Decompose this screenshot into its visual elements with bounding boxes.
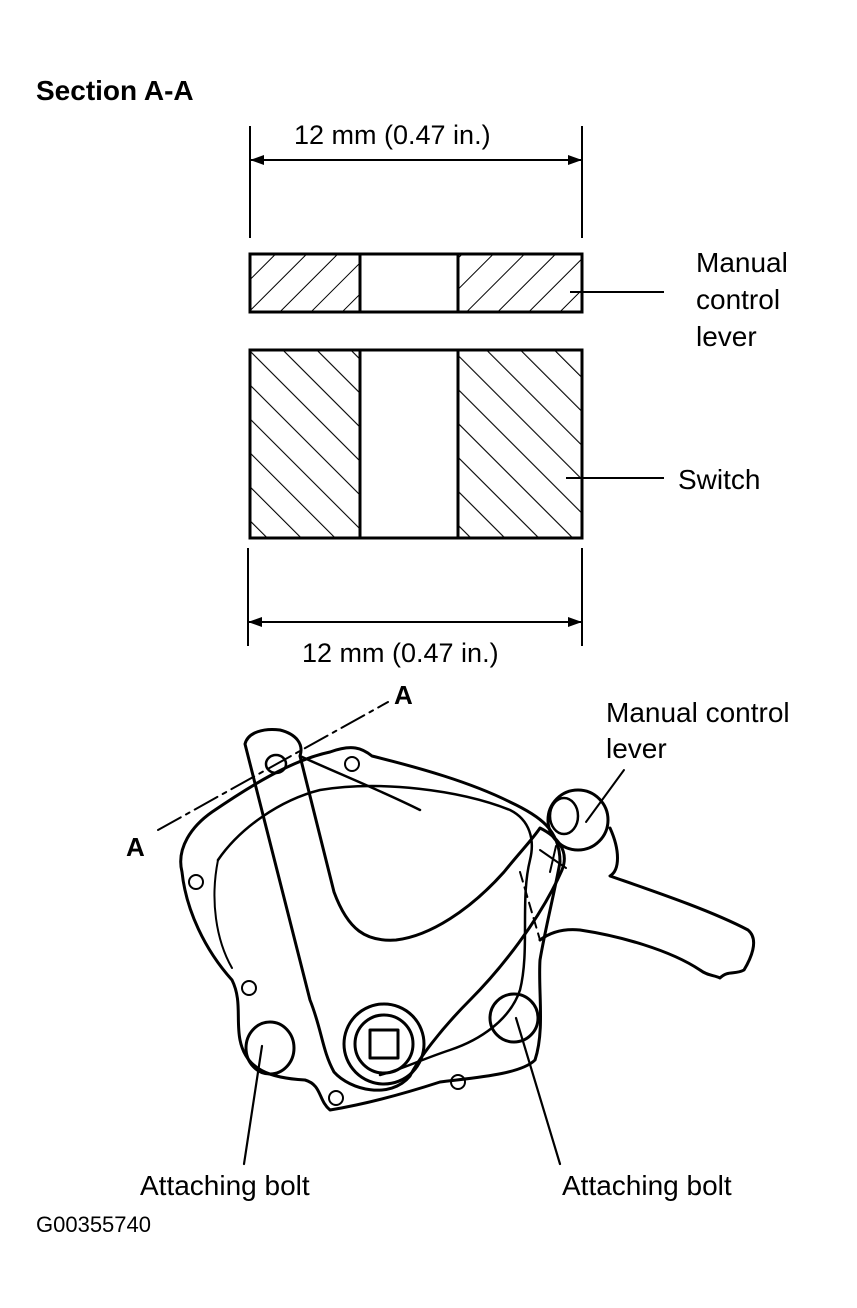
callout-line: lever <box>606 733 667 764</box>
mounting-hole <box>188 874 204 890</box>
callout-line: Manual control <box>606 697 790 728</box>
switch-body-ridge <box>216 784 534 1077</box>
bottom-dimension-label: 12 mm (0.47 in.) <box>302 638 499 668</box>
switch-assembly-view <box>157 701 756 1166</box>
hidden-edge <box>519 871 541 941</box>
top-dimension-label: 12 mm (0.47 in.) <box>294 120 491 150</box>
lever-knob <box>548 796 580 836</box>
figure-id: G00355740 <box>36 1212 151 1237</box>
mounting-hole <box>344 756 360 772</box>
mounting-hole <box>241 980 257 996</box>
switch-body-outline <box>179 746 562 1112</box>
shaft-boss <box>353 1013 415 1075</box>
bottom-dimension: 12 mm (0.47 in.) <box>247 548 583 668</box>
callout-attaching-bolt-right: Attaching bolt <box>562 1170 732 1201</box>
lever-handle <box>538 826 756 980</box>
callout-line: lever <box>696 321 757 352</box>
callout-line: Manual <box>696 247 788 278</box>
switch-cross-section <box>248 348 584 540</box>
lever-pivot-hole <box>264 753 288 775</box>
leader-manual-control-lever <box>585 769 625 823</box>
lever-cross-section <box>248 252 584 314</box>
mounting-hole <box>328 1090 344 1106</box>
manual-control-lever-arm <box>298 754 422 812</box>
section-a-a-view: 12 mm (0.47 in.) Manual control lever Sw… <box>247 120 796 668</box>
attaching-bolt-right <box>488 992 540 1044</box>
callout-attaching-bolt-left: Attaching bolt <box>140 1170 310 1201</box>
leader-attaching-bolt-left <box>242 1044 264 1166</box>
shaft-square <box>368 1028 400 1060</box>
callout-line: control <box>696 284 780 315</box>
top-dimension: 12 mm (0.47 in.) <box>249 120 583 238</box>
callout-switch: Switch <box>678 464 760 495</box>
section-marker-upper: A <box>394 680 413 710</box>
mounting-hole <box>450 1074 466 1090</box>
section-title: Section A-A <box>36 75 194 106</box>
callout-manual-control-lever-section: Manual control lever <box>696 247 796 352</box>
callout-manual-control-lever-assembly: Manual control lever <box>606 697 797 764</box>
shaft-boss <box>342 1002 426 1086</box>
section-marker-lower: A <box>126 832 145 862</box>
switch-body-ridge <box>213 859 233 969</box>
leader-attaching-bolt-right <box>514 1016 562 1166</box>
lever-knob <box>546 788 610 852</box>
attaching-bolt-left <box>244 1020 296 1076</box>
section-line-a-a <box>157 701 389 831</box>
